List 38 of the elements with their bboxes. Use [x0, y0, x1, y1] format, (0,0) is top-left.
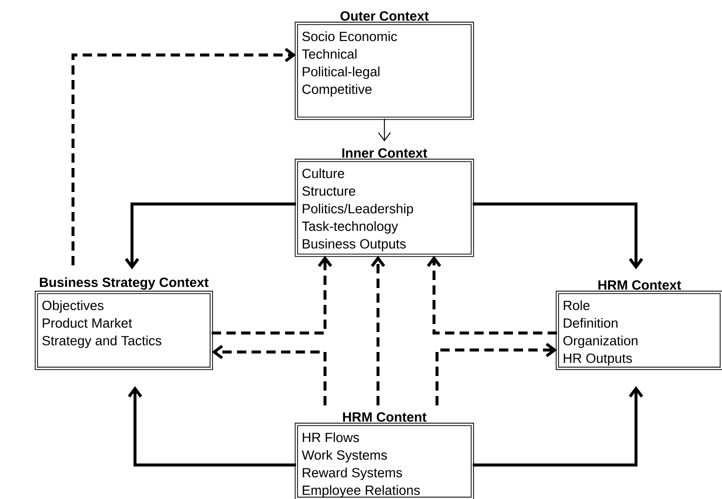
node-label: Work Systems: [302, 450, 387, 462]
node-label: HR Flows: [302, 432, 360, 442]
arrow: [472, 202, 644, 270]
arrow: [436, 342, 557, 406]
context-box: HR Flows Work Systems Reward Systems Employee Relations: [294, 422, 474, 499]
node-label: Employee Relations: [302, 485, 420, 498]
node-label: HR Outputs: [564, 354, 632, 366]
node-label: Role: [564, 300, 590, 310]
node-label: Technical: [302, 48, 356, 59]
context-box: Objectives Product Market Strategy and Tactics: [34, 290, 213, 370]
box-heading: Inner Context: [342, 148, 428, 158]
node-label: Task-technology: [302, 221, 398, 234]
arrow: [128, 386, 296, 466]
node-label: Reward Systems: [302, 468, 402, 480]
node-label: Politics/Leadership: [302, 204, 414, 216]
box-heading: HRM Content: [343, 412, 426, 422]
arrow: [212, 256, 332, 334]
node-label: Organization: [563, 336, 638, 348]
context-box: Role Definition Organization HR Outputs: [556, 290, 722, 370]
arrow: [378, 118, 391, 142]
arrow: [426, 256, 557, 334]
node-label: Definition: [564, 318, 618, 328]
context-box: Socio Economic Technical Political-legal Competitive: [294, 22, 474, 120]
node-label: Culture: [302, 168, 344, 178]
node-label: Business Outputs: [302, 238, 406, 252]
node-label: Competitive: [302, 84, 372, 97]
arrow: [124, 202, 296, 270]
arrow: [72, 48, 296, 266]
arrow: [370, 256, 386, 406]
box-heading: Business Strategy Context: [40, 277, 209, 290]
box-heading: Outer Context: [340, 11, 429, 21]
node-label: Socio Economic: [302, 31, 397, 42]
context-box: Culture Structure Politics/Leadership Task-technology Business Outputs: [294, 158, 474, 257]
node-label: Political-legal: [302, 66, 380, 80]
arrow: [472, 386, 644, 466]
node-label: Structure: [302, 186, 356, 196]
box-heading: HRM Context: [598, 280, 682, 290]
arrow: [212, 344, 326, 406]
